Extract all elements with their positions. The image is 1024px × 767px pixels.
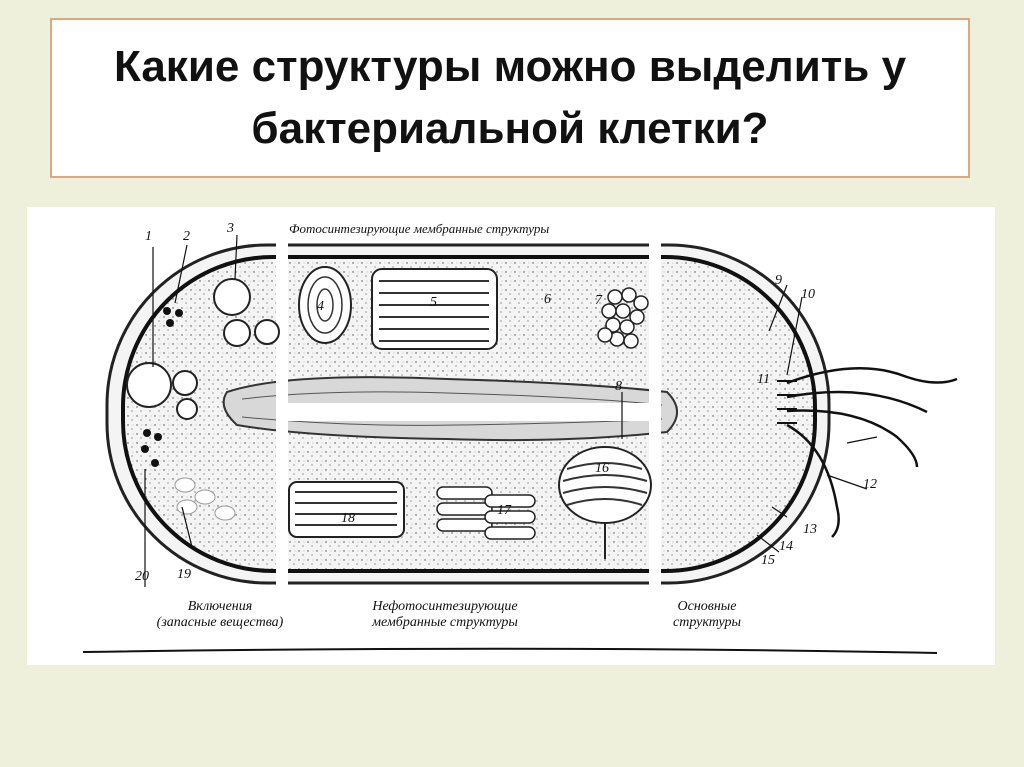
inclusions-group xyxy=(126,278,280,521)
baseline-rule xyxy=(82,647,938,654)
mesosome-round xyxy=(558,446,652,559)
label-13: 13 xyxy=(803,522,817,537)
section-divider-right xyxy=(649,237,661,587)
section-divider-left xyxy=(276,237,288,587)
label-14: 14 xyxy=(779,539,793,554)
thylakoid-stack xyxy=(371,268,498,350)
caption-nonphoto-line2: мембранные структуры xyxy=(372,615,518,630)
label-4: 4 xyxy=(317,299,324,314)
caption-basic-line1: Основные xyxy=(677,599,737,614)
label-10: 10 xyxy=(801,287,815,302)
label-2: 2 xyxy=(183,229,190,244)
label-20: 20 xyxy=(135,569,149,584)
chlorosome-cluster xyxy=(597,287,649,349)
label-17: 17 xyxy=(497,503,511,518)
flagella xyxy=(777,367,958,538)
caption-inclusions: Включения (запасные вещества) xyxy=(135,599,305,631)
caption-nonphoto-line1: Нефотосинтезирующие xyxy=(372,599,518,614)
caption-basic: Основные структуры xyxy=(657,599,757,631)
caption-inclusions-line2: (запасные вещества) xyxy=(156,615,284,630)
mesosome-vesicular xyxy=(436,486,536,540)
bacterial-cell-drawing xyxy=(82,234,958,654)
label-1: 1 xyxy=(145,229,152,244)
label-3: 3 xyxy=(227,221,234,236)
slide-title: Какие структуры можно выделить у бактери… xyxy=(113,42,907,153)
section-divider-horizontal xyxy=(277,403,657,421)
label-5: 5 xyxy=(430,295,437,310)
mesosome-lamellar xyxy=(288,481,405,538)
label-18: 18 xyxy=(341,511,355,526)
bacterial-cell-figure: 1 2 3 4 5 6 7 8 9 10 11 12 13 14 15 16 1… xyxy=(27,207,995,665)
label-11: 11 xyxy=(757,372,770,387)
chromatophore-group xyxy=(298,266,352,344)
label-7: 7 xyxy=(595,293,602,308)
leader-lines xyxy=(144,234,878,587)
slide-title-box: Какие структуры можно выделить у бактери… xyxy=(50,18,970,178)
caption-basic-line2: структуры xyxy=(673,615,741,630)
label-8: 8 xyxy=(615,379,622,394)
label-9: 9 xyxy=(775,273,782,288)
caption-nonphotosynthetic: Нефотосинтезирующие мембранные структуры xyxy=(345,599,545,631)
label-16: 16 xyxy=(595,461,609,476)
label-12: 12 xyxy=(863,477,877,492)
caption-inclusions-line1: Включения xyxy=(187,599,253,614)
label-15: 15 xyxy=(761,553,775,568)
caption-photosynthetic: Фотосинтезирующие мембранные структуры xyxy=(289,221,550,236)
label-6: 6 xyxy=(544,292,551,307)
label-19: 19 xyxy=(177,567,191,582)
